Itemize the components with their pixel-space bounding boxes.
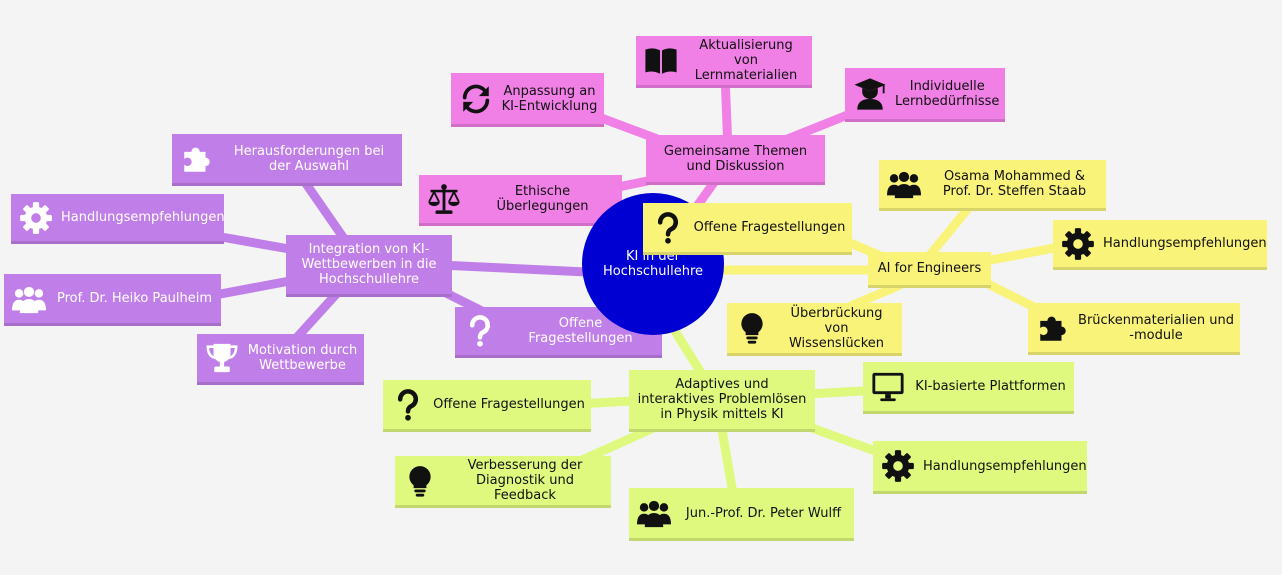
node-handlungsempfehlungen-green[interactable]: Handlungsempfehlungen xyxy=(873,441,1087,494)
link-purple-3 xyxy=(210,275,300,300)
node-handlungsempfehlungen-yellow[interactable]: Handlungsempfehlungen xyxy=(1053,220,1267,270)
node-brueckenmaterialien[interactable]: Brückenmaterialien und -module xyxy=(1028,303,1240,355)
node-paulheim[interactable]: Prof. Dr. Heiko Paulheim xyxy=(4,274,221,326)
scales-icon xyxy=(425,180,463,218)
hub-integration-ki-wettbewerbe[interactable]: Integration von KI-Wettbewerben in die H… xyxy=(286,235,452,297)
node-aktualisierung[interactable]: Aktualisierung von Lernmaterialien xyxy=(636,36,812,88)
link-yellow-3 xyxy=(975,242,1065,267)
node-offene-fragen-green[interactable]: Offene Fragestellungen xyxy=(383,380,591,432)
people-icon xyxy=(885,165,923,203)
node-mohammed-staab[interactable]: Osama Mohammed & Prof. Dr. Steffen Staab xyxy=(879,160,1106,211)
node-diagnostik-feedback[interactable]: Verbesserung der Diagnostik und Feedback xyxy=(395,456,611,508)
puzzle-icon xyxy=(1034,309,1072,347)
node-ethische[interactable]: Ethische Überlegungen xyxy=(419,175,622,226)
graduate-icon xyxy=(851,75,889,113)
question-icon xyxy=(649,209,687,247)
people-icon xyxy=(10,280,48,318)
hub-ai-for-engineers[interactable]: AI for Engineers xyxy=(868,252,991,288)
refresh-icon xyxy=(457,80,495,118)
people-icon xyxy=(635,494,673,532)
gear-icon xyxy=(1059,225,1097,263)
node-wulff[interactable]: Jun.-Prof. Dr. Peter Wulff xyxy=(629,488,854,541)
node-ki-plattformen[interactable]: KI-basierte Plattformen xyxy=(863,362,1074,414)
trophy-icon xyxy=(203,339,241,377)
puzzle-icon xyxy=(178,140,216,178)
node-handlungsempfehlungen-purple[interactable]: Handlungsempfehlungen xyxy=(11,194,225,244)
lightbulb-icon xyxy=(401,462,439,500)
node-anpassung[interactable]: Anpassung an KI-Entwicklung xyxy=(451,73,604,127)
gear-icon xyxy=(17,199,55,237)
monitor-icon xyxy=(869,368,907,406)
hub-gemeinsame-themen[interactable]: Gemeinsame Themen und Diskussion xyxy=(646,135,825,185)
link-purple-2 xyxy=(205,230,300,255)
node-offene-fragen-yellow[interactable]: Offene Fragestellungen xyxy=(643,203,852,255)
book-icon xyxy=(642,42,680,80)
gear-icon xyxy=(879,447,917,485)
node-lernbeduerfnisse[interactable]: Individuelle Lernbedürfnisse xyxy=(845,68,1005,122)
hub-adaptives-problemloesen[interactable]: Adaptives und interaktives Problemlösen … xyxy=(629,370,815,432)
node-motivation[interactable]: Motivation durch Wettbewerbe xyxy=(197,334,364,385)
node-ueberbrueckung[interactable]: Überbrückung von Wissenslücken xyxy=(727,303,902,356)
question-icon xyxy=(461,312,499,350)
node-herausforderungen[interactable]: Herausforderungen bei der Auswahl xyxy=(172,134,402,186)
lightbulb-icon xyxy=(733,309,771,347)
question-icon xyxy=(389,386,427,424)
